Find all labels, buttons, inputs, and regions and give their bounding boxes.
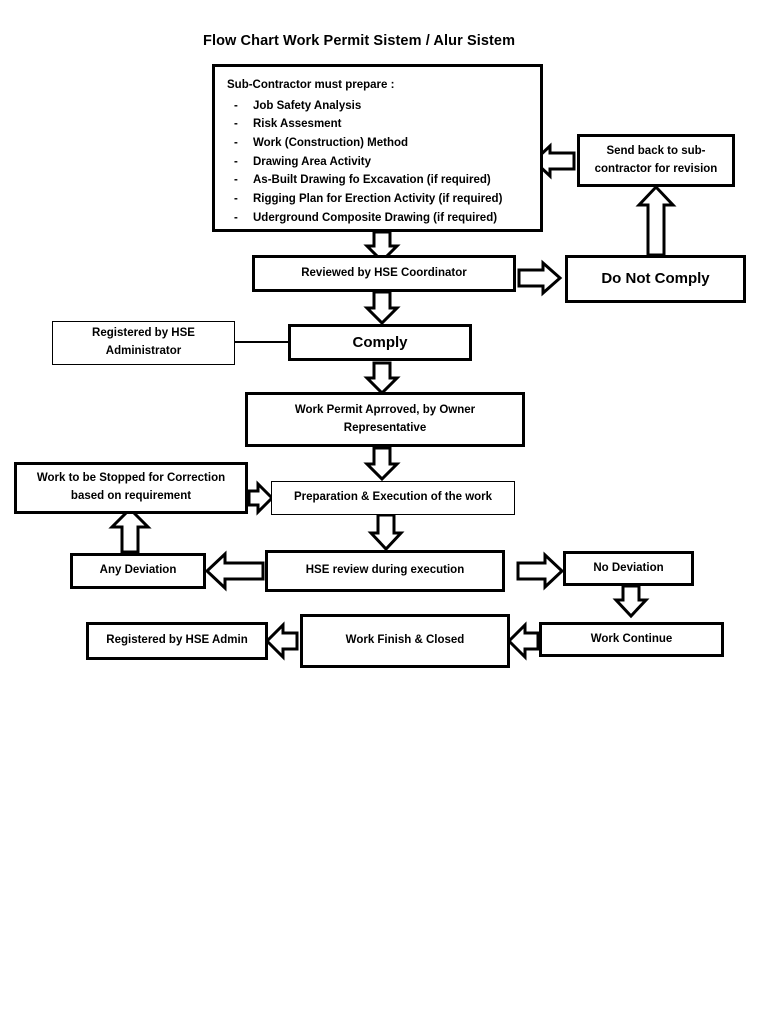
list-item-label: As-Built Drawing fo Excavation (if requi… (253, 174, 491, 187)
node-any-deviation[interactable]: Any Deviation (70, 553, 206, 589)
list-item: - As-Built Drawing fo Excavation (if requ… (227, 171, 528, 190)
arrow-anydeviation-to-workstopped (108, 506, 152, 554)
list-item: - Risk Assesment (227, 115, 528, 134)
page-title: Flow Chart Work Permit Sistem / Alur Sis… (203, 33, 516, 49)
node-work-finish-closed[interactable]: Work Finish & Closed (300, 614, 510, 668)
list-item-label: Work (Construction) Method (253, 137, 409, 150)
node-work-continue[interactable]: Work Continue (539, 622, 724, 657)
node-reviewed-by-hse-coordinator[interactable]: Reviewed by HSE Coordinator (252, 255, 516, 292)
node-work-permit-approved[interactable]: Work Permit Aprroved, by Owner Represent… (245, 392, 525, 447)
list-item-label: Risk Assesment (253, 118, 342, 131)
node-subcontractor-prepare[interactable]: Sub-Contractor must prepare : - Job Safet… (212, 64, 543, 232)
list-item: - Work (Construction) Method (227, 134, 528, 153)
node-registered-by-hse-admin[interactable]: Registered by HSE Admin (86, 622, 268, 660)
list-item: - Drawing Area Activity (227, 153, 528, 172)
arrow-hsereview-to-nodeviation (516, 551, 565, 591)
list-item-label: Drawing Area Activity (253, 155, 372, 168)
arrow-reviewed-to-comply (363, 290, 401, 326)
node-comply[interactable]: Comply (288, 324, 472, 361)
bullet-dash: - (234, 137, 238, 150)
arrow-workfinish-to-registeredadmin (264, 621, 299, 661)
arrow-workcontinue-to-workfinish (506, 621, 540, 661)
arrow-hsereview-to-anydeviation (204, 550, 265, 592)
arrow-workstopped-to-preparation (247, 480, 275, 516)
arrow-preparation-to-hsereview (367, 513, 405, 552)
node-do-not-comply[interactable]: Do Not Comply (565, 255, 746, 303)
list-item: - Job Safety Analysis (227, 97, 528, 116)
node-send-back-for-revision[interactable]: Send back to sub-contractor for revision (577, 134, 735, 187)
list-item-label: Uderground Composite Drawing (if require… (253, 211, 498, 224)
list-item-label: Job Safety Analysis (253, 99, 362, 112)
arrow-nodeviation-to-workcontinue (612, 584, 650, 619)
arrow-reviewed-to-donotcomply (517, 259, 563, 297)
node-preparation-execution[interactable]: Preparation & Execution of the work (271, 481, 515, 515)
list-item-label: Rigging Plan for Erection Activity (if r… (253, 192, 503, 205)
arrow-donotcomply-to-sendback (635, 184, 677, 257)
node-registered-by-hse-administrator[interactable]: Registered by HSE Administrator (52, 321, 235, 365)
bullet-dash: - (234, 174, 238, 187)
arrow-comply-to-permit (363, 361, 401, 396)
node-no-deviation[interactable]: No Deviation (563, 551, 694, 586)
list-item: - Uderground Composite Drawing (if requir… (227, 209, 528, 228)
node-work-to-be-stopped[interactable]: Work to be Stopped for Correction based … (14, 462, 248, 514)
bullet-dash: - (234, 211, 238, 224)
prepare-items-list: - Job Safety Analysis - Risk Assesment - Wo… (227, 97, 528, 227)
arrow-permit-to-preparation (363, 446, 401, 482)
bullet-dash: - (234, 118, 238, 131)
bullet-dash: - (234, 155, 238, 168)
node-hse-review-during-execution[interactable]: HSE review during execution (265, 550, 505, 592)
bullet-dash: - (234, 99, 238, 112)
list-item: - Rigging Plan for Erection Activity (if … (227, 190, 528, 209)
prepare-heading: Sub-Contractor must prepare : (227, 79, 395, 91)
bullet-dash: - (234, 192, 238, 205)
